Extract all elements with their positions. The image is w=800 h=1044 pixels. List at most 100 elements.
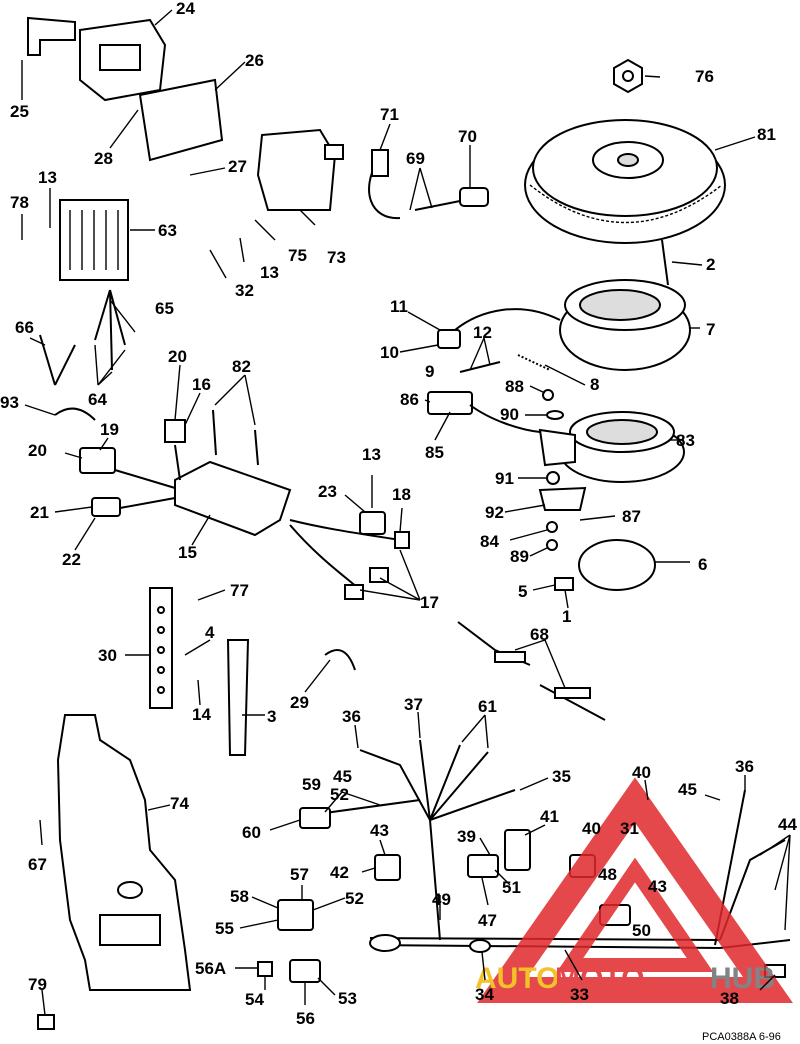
callout-89: 89	[510, 547, 529, 566]
callout-7: 7	[706, 320, 715, 339]
terminal-block-part	[149, 587, 173, 709]
callout-69: 69	[406, 149, 425, 168]
callout-43b: 43	[648, 877, 667, 896]
callout-45a: 45	[333, 767, 352, 786]
callout-3: 3	[267, 707, 276, 726]
screw-part	[661, 239, 669, 286]
terminal-leads-part	[344, 511, 410, 600]
callout-31: 31	[620, 819, 639, 838]
callout-13a: 13	[38, 168, 57, 187]
callout-15: 15	[178, 543, 197, 562]
callout-6: 6	[698, 555, 707, 574]
callout-23: 23	[318, 482, 337, 501]
callout-4: 4	[205, 623, 215, 642]
watermark-word-hub: HUB	[710, 962, 775, 995]
callout-71: 71	[380, 105, 399, 124]
small-hardware-part	[538, 389, 587, 591]
callout-13c: 13	[362, 445, 381, 464]
ignition-coil-part	[256, 128, 344, 211]
watermark-word-auto: AUTO	[475, 962, 559, 995]
stator-harness-part	[437, 308, 561, 349]
wire-clamp-part	[324, 649, 356, 671]
stator-part	[559, 279, 691, 371]
callout-27: 27	[228, 157, 247, 176]
callout-68: 68	[530, 625, 549, 644]
watermark-logo: AUTO MOTO HUB	[475, 777, 793, 1003]
callout-76: 76	[695, 67, 714, 86]
callout-1: 1	[562, 607, 571, 626]
callout-77: 77	[230, 581, 249, 600]
callout-17: 17	[420, 593, 439, 612]
callout-40a: 40	[632, 763, 651, 782]
callout-43a: 43	[370, 821, 389, 840]
clip-part	[54, 407, 96, 421]
connector-plugs-part	[79, 447, 176, 517]
callout-26: 26	[245, 51, 264, 70]
callout-88: 88	[505, 377, 524, 396]
spark-plug-lead-part	[368, 149, 489, 220]
callout-34: 34	[475, 985, 494, 1004]
callout-38: 38	[720, 989, 739, 1008]
mounting-plate-part	[56, 714, 192, 991]
callout-8: 8	[590, 375, 599, 394]
callout-11: 11	[390, 297, 408, 316]
callout-82: 82	[232, 357, 251, 376]
callout-29: 29	[290, 693, 309, 712]
cover-plate-part	[138, 78, 224, 162]
power-pack-part	[164, 409, 401, 591]
callout-57: 57	[290, 865, 309, 884]
callout-18: 18	[392, 485, 411, 504]
callout-40b: 40	[582, 819, 601, 838]
callout-85: 85	[425, 443, 444, 462]
callout-59: 59	[302, 775, 321, 794]
retaining-ring-part	[578, 539, 656, 591]
jumper-leads-part	[457, 621, 606, 721]
callout-53: 53	[338, 989, 357, 1008]
flywheel-part	[524, 119, 726, 244]
callout-65: 65	[155, 299, 174, 318]
callout-81: 81	[757, 125, 776, 144]
spring-part	[517, 354, 551, 371]
callout-52b: 52	[345, 889, 364, 908]
callout-16: 16	[192, 375, 211, 394]
callout-70: 70	[458, 127, 477, 146]
callout-22: 22	[62, 550, 81, 569]
callout-32: 32	[235, 281, 254, 300]
callout-42: 42	[330, 863, 349, 882]
callout-28: 28	[94, 149, 113, 168]
figure-code: PCA0388A 6-96	[702, 1031, 781, 1043]
flywheel-nut-part	[613, 58, 643, 94]
callout-45b: 45	[678, 780, 697, 799]
callout-56a: 56A	[195, 959, 226, 978]
callout-44: 44	[778, 815, 797, 834]
bolt-part	[37, 1014, 55, 1030]
callout-25: 25	[10, 102, 29, 121]
callout-56: 56	[296, 1009, 315, 1028]
watermark-word-moto: MOTO	[555, 962, 644, 995]
leader-lines	[21, 9, 791, 1016]
callout-92: 92	[485, 503, 504, 522]
callout-13b: 13	[260, 263, 279, 282]
regulator-leads-part	[39, 289, 126, 386]
callout-73: 73	[327, 248, 346, 267]
callout-2: 2	[706, 255, 715, 274]
retainer-clips-part	[459, 361, 501, 373]
callout-33: 33	[570, 985, 589, 1004]
callout-93: 93	[0, 393, 19, 412]
callout-67: 67	[28, 855, 47, 874]
sensor-part	[427, 391, 541, 433]
callout-35: 35	[552, 767, 571, 786]
rectifier-regulator-part	[59, 199, 129, 281]
callout-63: 63	[158, 221, 177, 240]
callout-9: 9	[425, 362, 434, 381]
callout-58: 58	[230, 887, 249, 906]
callout-87: 87	[622, 507, 641, 526]
callout-78: 78	[10, 193, 29, 212]
callout-36b: 36	[735, 757, 754, 776]
callout-64: 64	[88, 390, 107, 409]
callout-20a: 20	[168, 347, 187, 366]
callout-52a: 52	[330, 785, 349, 804]
callout-50: 50	[632, 921, 651, 940]
callout-54: 54	[245, 990, 264, 1009]
